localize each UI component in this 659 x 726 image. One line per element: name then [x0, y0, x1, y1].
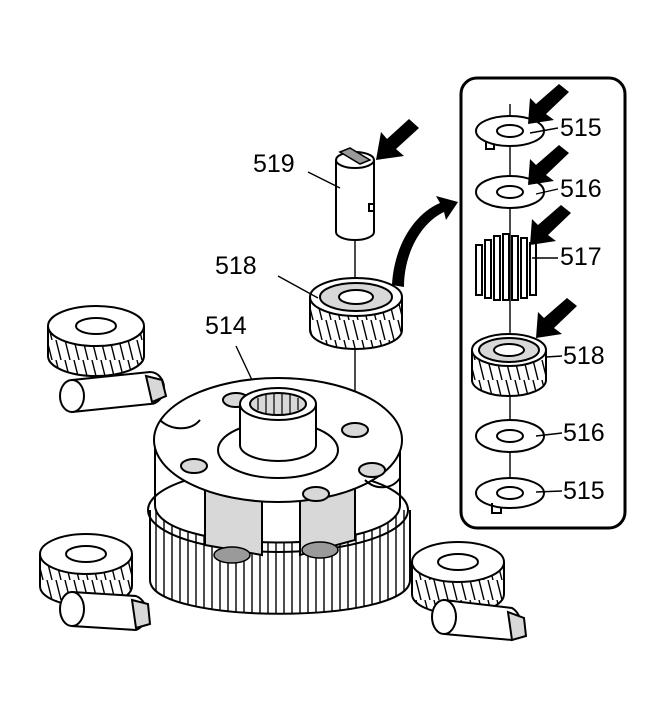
- thrust-washer-515-bottom: [475, 477, 545, 514]
- pinion-pin-519: 519: [253, 119, 419, 300]
- thrust-washer-516-upper: [475, 175, 545, 209]
- pinion-gear-518-detail: [471, 333, 547, 397]
- pinion-assembly-upper-left: [47, 305, 168, 414]
- callout-514: 514: [205, 312, 247, 340]
- arrow-icon: [536, 298, 577, 338]
- needle-bearings-517: [475, 233, 537, 301]
- callout-515-bottom: 515: [563, 477, 605, 505]
- pinion-assembly-lower-right: [411, 541, 528, 642]
- callout-518-main: 518: [215, 252, 257, 280]
- callout-516-lower: 516: [563, 419, 605, 447]
- callout-517: 517: [560, 243, 602, 271]
- pinion-assembly-lower-left: [39, 533, 152, 632]
- thrust-washer-516-lower: [475, 419, 545, 453]
- arrow-icon: [376, 119, 419, 160]
- planetary-carrier-514: 514: [147, 312, 411, 615]
- callout-519: 519: [253, 150, 295, 178]
- arrow-icon: [528, 84, 569, 124]
- callout-518-detail: 518: [563, 342, 605, 370]
- pinion-gear-518-main: 518: [215, 252, 403, 420]
- detail-inset-panel: 515 516 517 518 516 515: [459, 76, 627, 530]
- arrow-icon: [530, 205, 571, 245]
- callout-515-top: 515: [560, 114, 602, 142]
- curved-arrow-icon: [392, 196, 458, 287]
- arrow-icon: [528, 145, 569, 185]
- callout-516-upper: 516: [560, 175, 602, 203]
